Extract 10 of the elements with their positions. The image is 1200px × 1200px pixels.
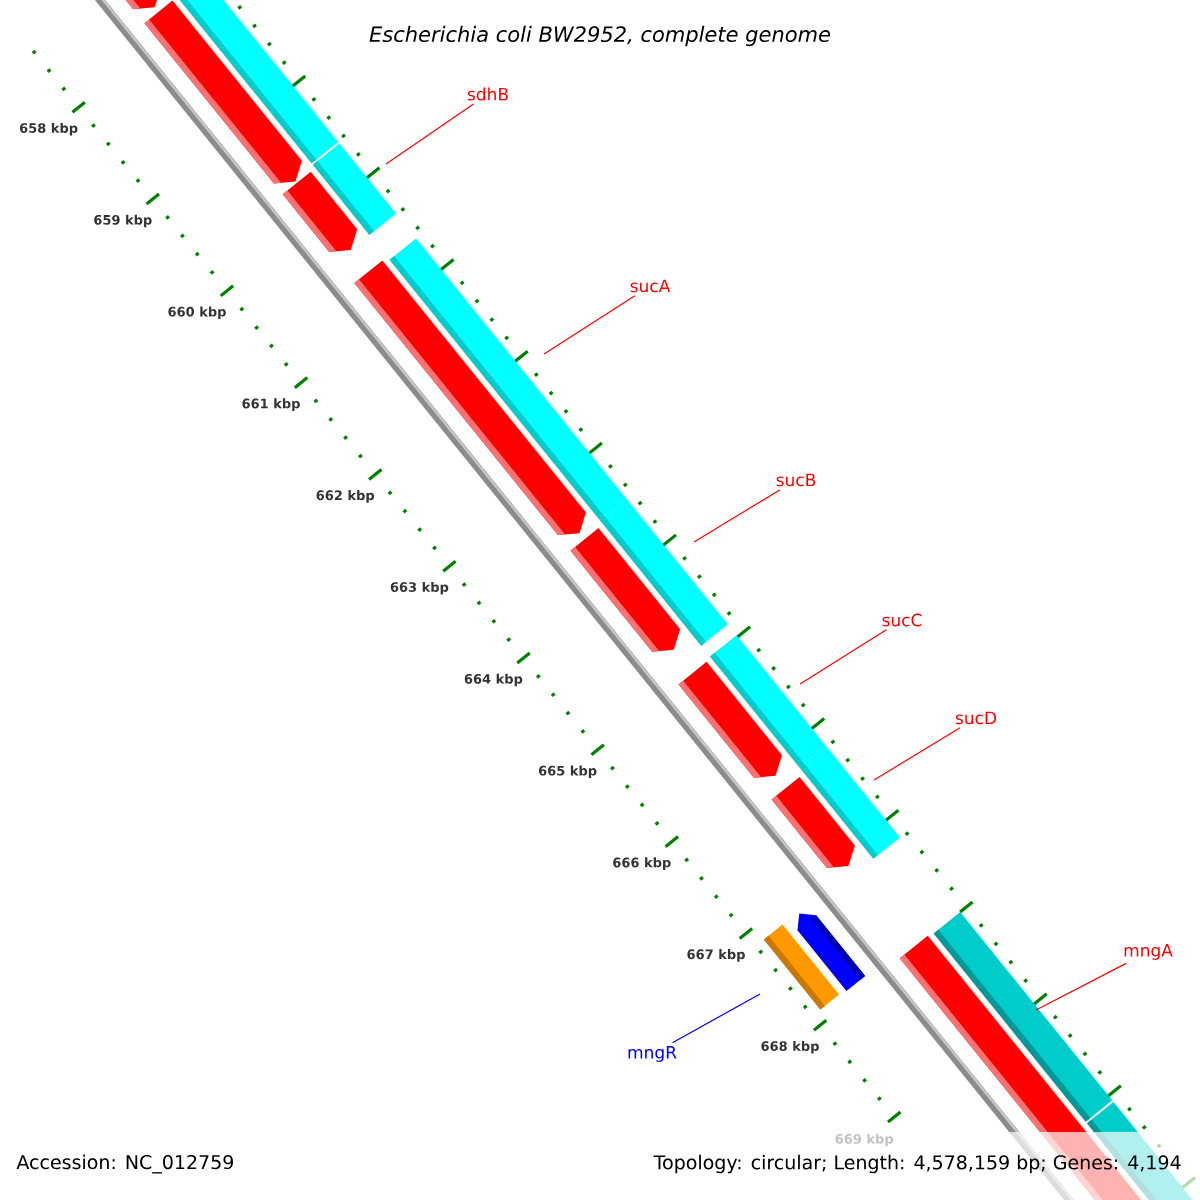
gene-label: sucC bbox=[882, 613, 922, 627]
title: Escherichia coli BW2952, complete genome bbox=[369, 25, 831, 47]
genome-info-text: Topology: circular; Length: 4,578,159 bp; Genes: 4,194 bbox=[653, 1154, 1181, 1174]
gene-label: sucB bbox=[776, 473, 816, 487]
gene-label: mngA bbox=[1124, 944, 1173, 960]
accession-text: Accession: NC_012759 bbox=[16, 1154, 233, 1174]
gene-label: sucA bbox=[630, 279, 671, 293]
gene-label: sdhB bbox=[467, 87, 508, 101]
gene-label: sucD bbox=[955, 711, 997, 725]
gene-label: mngR bbox=[628, 1046, 677, 1062]
